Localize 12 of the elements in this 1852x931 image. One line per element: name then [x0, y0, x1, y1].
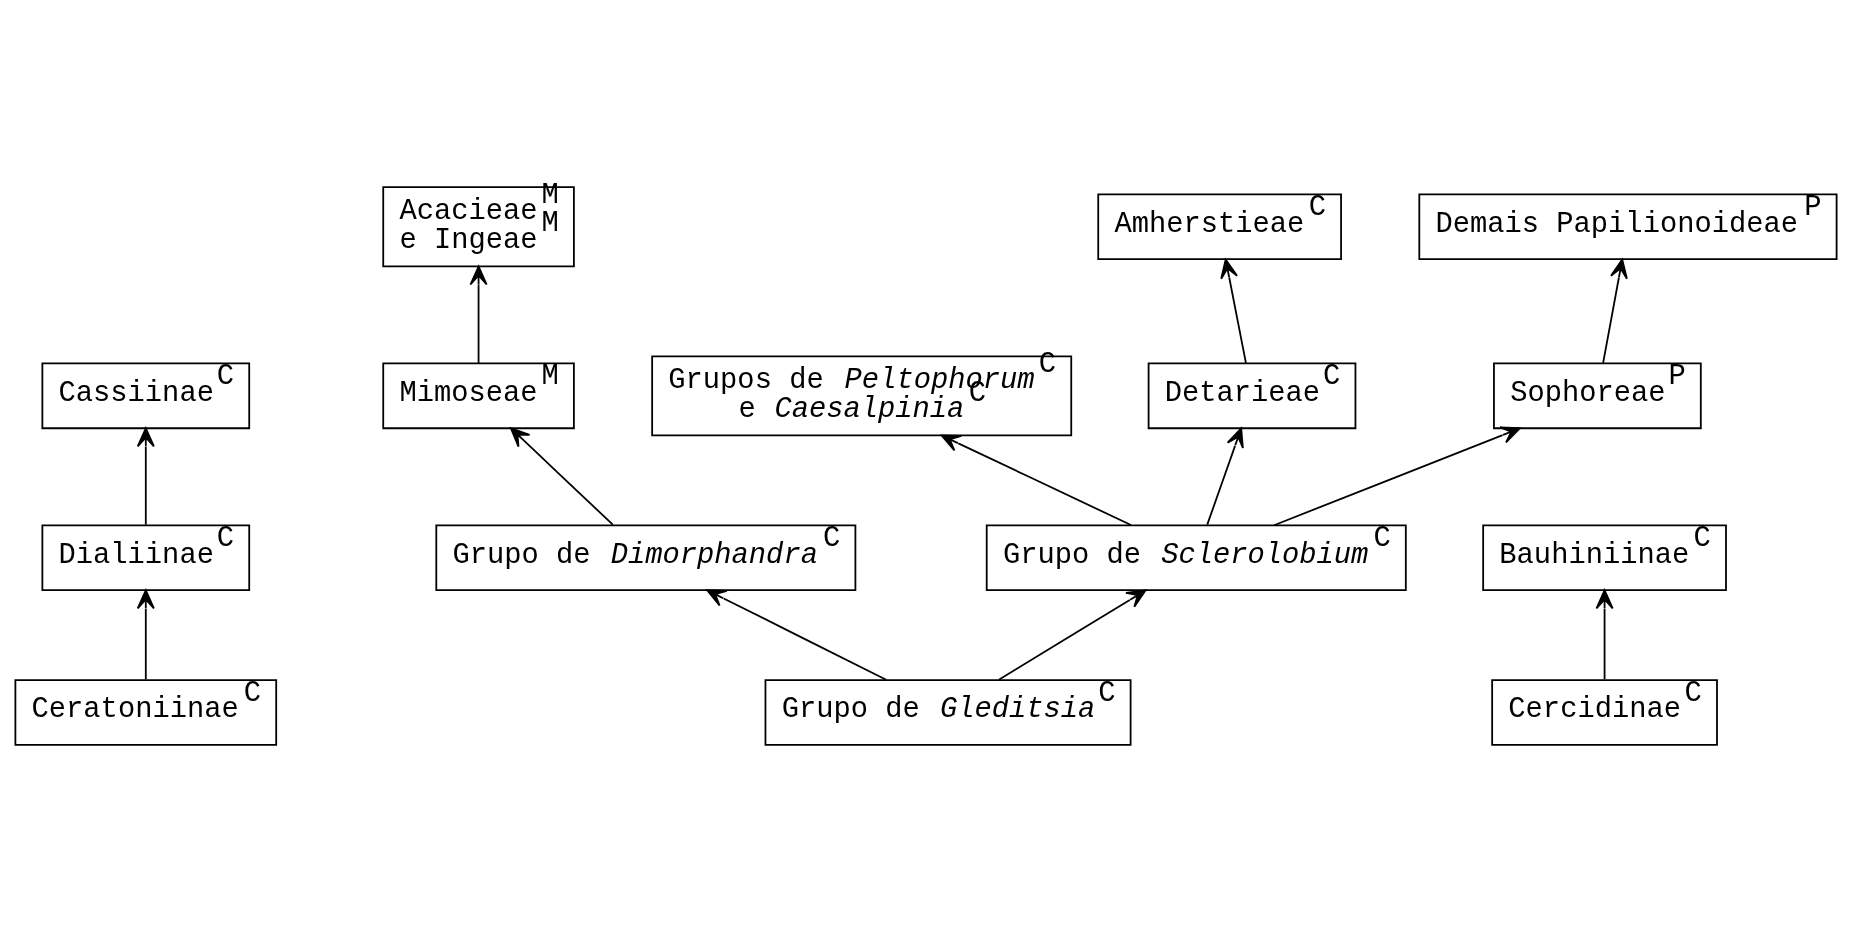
arrow — [136, 426, 155, 526]
arrow — [997, 589, 1147, 681]
arrow — [940, 434, 1132, 526]
arrow — [1206, 426, 1244, 526]
arrow — [1220, 258, 1247, 364]
arrow — [469, 265, 488, 364]
arrow — [1595, 588, 1614, 680]
arrow — [706, 588, 888, 681]
arrow — [1273, 425, 1521, 526]
arrow — [510, 426, 614, 526]
arrow — [136, 588, 155, 680]
arrow — [1602, 258, 1628, 364]
